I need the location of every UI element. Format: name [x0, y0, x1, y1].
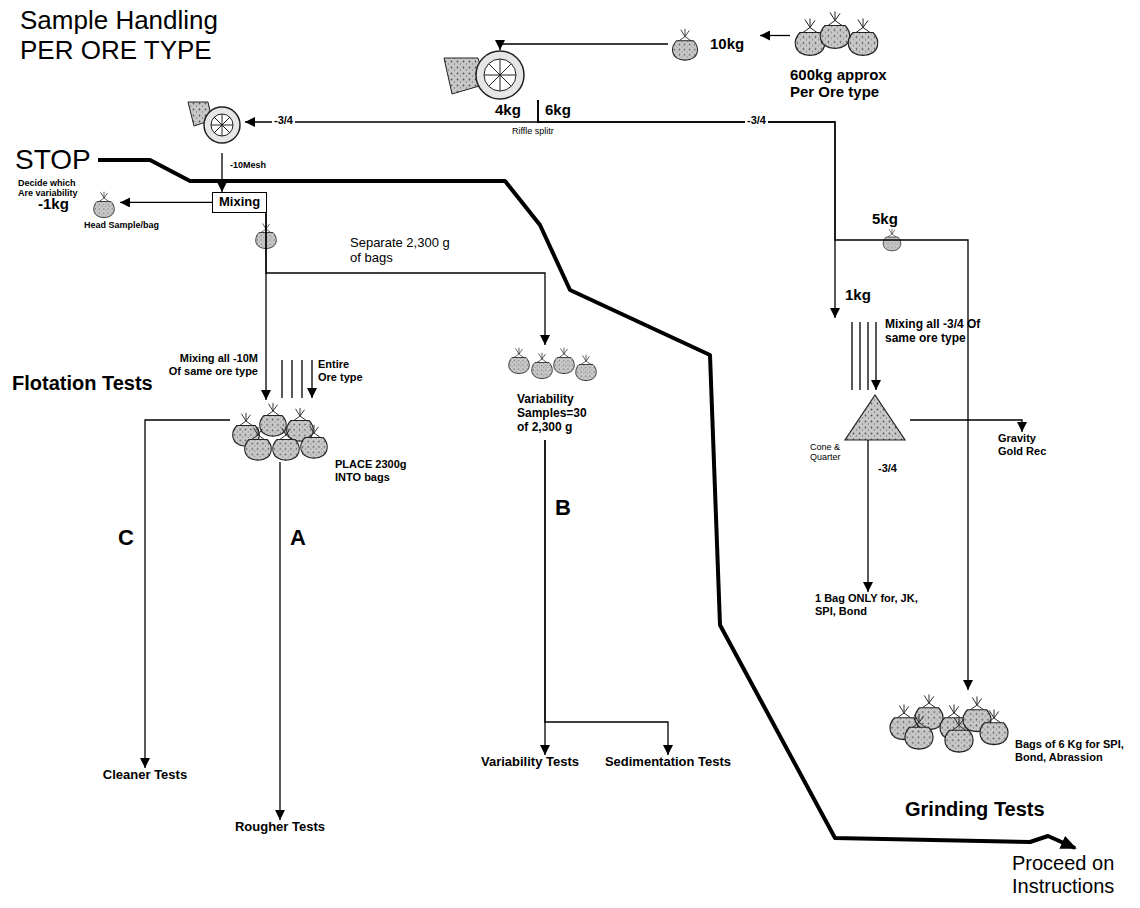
note: Proceed on Instructions [1012, 852, 1132, 898]
connector [500, 44, 668, 50]
drawing-part [980, 709, 1008, 744]
size-label: -3/4 [272, 114, 295, 127]
bag-pile: Mixing all -10M Of same ore typeEntire O… [230, 400, 330, 462]
node-text: Variability Tests [481, 755, 579, 770]
node-text: Mixing all -3/4 Of same ore type [885, 318, 1000, 346]
connector [120, 202, 212, 203]
ore-pile-icon [795, 12, 877, 56]
node-text: Riffle splitr [512, 126, 554, 136]
ore-sample-pile: 600kg approx Per Ore type [790, 8, 885, 63]
node-text: Cleaner Tests [103, 768, 187, 783]
edge-label: 1kg [845, 286, 871, 303]
connector [266, 213, 545, 345]
node-text: Cone & Quarter [810, 442, 858, 463]
test-label: Variability Tests [481, 755, 579, 770]
cone-and-quarter: Mixing all -3/4 Of same ore typeCone & Q… [830, 318, 910, 440]
edge-label: 5kg [872, 210, 898, 227]
drawing-part [484, 59, 516, 91]
drawing-part [260, 403, 286, 436]
node-text: Gravity Gold Rec [998, 432, 1052, 457]
drawing-part [852, 322, 876, 390]
connector [760, 35, 790, 36]
node-text: 600kg approx Per Ore type [790, 66, 908, 101]
head-sample-bag-icon [94, 192, 115, 218]
drawing-part [273, 427, 299, 460]
drawing-part [820, 12, 849, 49]
node-text: PLACE 2300g INTO bags [335, 458, 415, 483]
bag-pile-icon [233, 403, 327, 460]
variability-bags-icon [509, 348, 597, 381]
node-text: Variability Samples=30 of 2,300 g [517, 393, 599, 434]
stop-label: STOP [15, 144, 91, 176]
head-sample-bag: -1kgHead Sample/bag [88, 191, 120, 219]
note: Decide which Are variability [18, 178, 86, 199]
mixing-arrows [852, 322, 876, 390]
test-label: Rougher Tests [235, 820, 325, 835]
riffle-splitter-icon [444, 51, 524, 99]
section-heading: Grinding Tests [905, 798, 1045, 821]
edge-label: A [290, 525, 306, 550]
drawing-part [554, 348, 575, 374]
connector [538, 100, 968, 690]
crusher: -10Mesh [185, 98, 245, 153]
drawing-part [509, 348, 530, 374]
edge-label: B [555, 495, 571, 520]
drawing-part [848, 19, 877, 56]
riffle-splitter: Riffle splitr [440, 50, 555, 100]
drawing-part [211, 114, 233, 136]
crusher-icon [188, 102, 240, 143]
bag-pile-icon [890, 694, 1008, 752]
node-text: Head Sample/bag [84, 220, 159, 230]
drawing-part [576, 355, 597, 381]
connector [910, 420, 1022, 432]
drawing-part [211, 114, 233, 136]
weight-label: 6kg [545, 101, 571, 118]
node-text: Entire Ore type [318, 358, 370, 383]
connector [538, 100, 835, 318]
section-heading: Flotation Tests [12, 372, 153, 395]
connector [145, 420, 230, 768]
drawing-part [484, 59, 516, 91]
mixing-arrows [282, 360, 312, 398]
node-text: Mixing all -10M Of same ore type [168, 352, 258, 377]
test-label: Cleaner Tests [103, 768, 187, 783]
node-text: Rougher Tests [235, 820, 325, 835]
edge-label: -3/4 [878, 462, 897, 475]
variability-bags: Variability Samples=30 of 2,300 g [505, 345, 605, 440]
process-box: Mixing [212, 192, 267, 213]
test-label: Sedimentation Tests [605, 755, 731, 770]
drawing-part [282, 360, 312, 398]
bag-icon [673, 29, 698, 60]
node-text: Sedimentation Tests [605, 755, 731, 770]
drawing-part [301, 425, 327, 458]
drawing-part [476, 51, 524, 99]
node-text: 10kg [710, 35, 744, 52]
edge-label: Separate 2,300 g of bags [350, 236, 450, 266]
drawing-part [945, 717, 973, 752]
drawing-part [915, 694, 943, 729]
node-text: 1 Bag ONLY for, JK, SPI, Bond [815, 592, 923, 617]
diagram-title: Sample Handling PER ORE TYPE [20, 6, 235, 66]
bag-pile: Bags of 6 Kg for SPI, Bond, Abrassion [885, 690, 1013, 752]
connector [545, 440, 668, 755]
stop-line [98, 160, 1075, 848]
drawing-part [532, 353, 553, 379]
drawing-part [905, 714, 933, 749]
connector [279, 462, 280, 820]
drawing-part [204, 107, 240, 143]
size-label: -3/4 [745, 114, 768, 127]
test-label: 1 Bag ONLY for, JK, SPI, Bond [815, 592, 923, 617]
weight-label: 4kg [495, 101, 521, 118]
connector [221, 153, 222, 192]
test-label: Gravity Gold Rec [998, 432, 1052, 457]
connector [867, 440, 868, 592]
edge-label: C [118, 525, 134, 550]
sample-bag: 10kg [668, 28, 760, 62]
node-text: Bags of 6 Kg for SPI, Bond, Abrassion [1015, 738, 1125, 763]
node-text: -10Mesh [230, 160, 266, 170]
node-text: Mixing [219, 195, 260, 210]
drawing-part [245, 427, 271, 460]
cone-icon [845, 395, 905, 440]
